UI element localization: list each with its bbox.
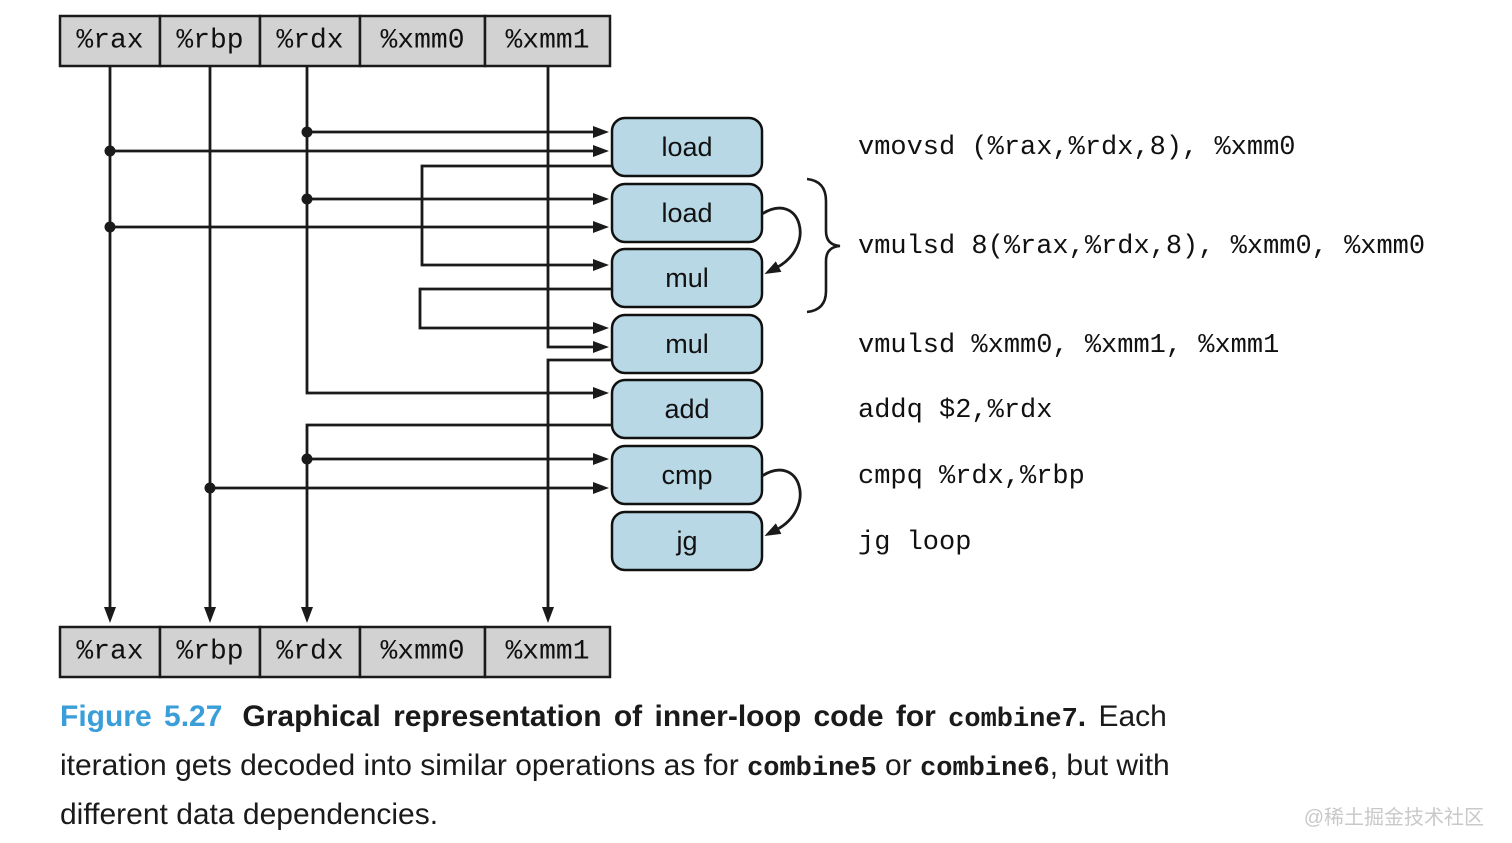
arrow-mul1-to-mul2 bbox=[418, 287, 612, 334]
dot-rdx-load1 bbox=[301, 126, 313, 138]
bottom-register-label-rax: %rax bbox=[76, 637, 143, 668]
dot-rax-load1 bbox=[104, 145, 116, 157]
dot-rax-load2 bbox=[104, 221, 116, 233]
bottom-register-cell-rbp bbox=[158, 625, 262, 679]
top-register-label-xmm0: %xmm0 bbox=[380, 26, 464, 57]
top-register-cell-rax bbox=[58, 14, 162, 68]
caption-body-line3: different data dependencies. bbox=[60, 798, 439, 831]
caption-line-3: different data dependencies. bbox=[60, 792, 1460, 837]
dot-rdx-cmp bbox=[301, 453, 313, 465]
caption-body-line2: iteration gets decoded into similar oper… bbox=[60, 749, 739, 782]
bottom-register-label-rbp: %rbp bbox=[176, 637, 243, 668]
caption-body-or: or bbox=[885, 749, 912, 782]
grouping-brace bbox=[806, 177, 841, 314]
bottom-register-row: %rax %rbp %rdx %xmm0 %xmm1 bbox=[58, 625, 612, 679]
curved-arrow-cmp-to-jg bbox=[761, 468, 802, 537]
op-box-mul-2 bbox=[610, 313, 764, 375]
op-label-mul-2: mul bbox=[665, 329, 709, 359]
arrow-add-out-to-rdx bbox=[301, 423, 612, 623]
top-register-cell-rdx bbox=[258, 14, 362, 68]
arrow-mul2-out-to-xmm1 bbox=[542, 358, 612, 623]
figure-caption: Figure 5.27 Graphical representation of i… bbox=[60, 694, 1460, 837]
caption-code-combine5: combine5 bbox=[747, 754, 877, 784]
arrow-xmm1-to-mul2 bbox=[546, 66, 609, 353]
top-register-label-xmm1: %xmm1 bbox=[505, 26, 589, 57]
bottom-register-label-xmm0: %xmm0 bbox=[380, 637, 464, 668]
arrow-load1-to-mul1 bbox=[420, 164, 612, 271]
caption-code-combine7: combine7 bbox=[948, 705, 1078, 735]
assembly-listing: vmovsd (%rax,%rdx,8), %xmm0 vmulsd 8(%ra… bbox=[858, 133, 1425, 558]
top-register-label-rbp: %rbp bbox=[176, 26, 243, 57]
dot-rbp-cmp bbox=[204, 482, 216, 494]
bottom-register-cell-rax bbox=[58, 625, 162, 679]
arrow-rdx-to-add bbox=[305, 66, 609, 399]
dot-rdx-load2 bbox=[301, 193, 313, 205]
asm-line-jg: jg loop bbox=[858, 528, 971, 558]
op-label-jg: jg bbox=[675, 526, 697, 556]
asm-line-addq: addq $2,%rdx bbox=[858, 396, 1052, 426]
op-box-add bbox=[610, 378, 764, 440]
operation-boxes bbox=[610, 116, 764, 572]
asm-line-vmovsd: vmovsd (%rax,%rdx,8), %xmm0 bbox=[858, 133, 1295, 163]
op-label-cmp: cmp bbox=[661, 460, 712, 490]
op-label-load-1: load bbox=[661, 132, 712, 162]
top-register-row: %rax %rbp %rdx %xmm0 %xmm1 bbox=[58, 14, 612, 68]
dataflow-lines bbox=[104, 66, 802, 623]
bottom-register-label-xmm1: %xmm1 bbox=[505, 637, 589, 668]
bottom-register-label-rdx: %rdx bbox=[276, 637, 343, 668]
dataflow-diagram: %rax %rbp %rdx %xmm0 %xmm1 %rax %rbp %rd… bbox=[58, 14, 1425, 679]
asm-line-vmulsd-2: vmulsd %xmm0, %xmm1, %xmm1 bbox=[858, 331, 1279, 361]
asm-line-cmpq: cmpq %rdx,%rbp bbox=[858, 462, 1085, 492]
asm-line-vmulsd-1: vmulsd 8(%rax,%rdx,8), %xmm0, %xmm0 bbox=[858, 232, 1425, 262]
caption-body-each: Each bbox=[1098, 700, 1167, 733]
bottom-register-cell-xmm0 bbox=[358, 625, 487, 679]
caption-title-period: . bbox=[1077, 700, 1087, 733]
watermark: @稀土掘金技术社区 bbox=[1303, 807, 1484, 829]
bottom-register-cell-xmm1 bbox=[483, 625, 612, 679]
curved-arrow-load2-to-mul1 bbox=[761, 206, 802, 275]
caption-line-2: iteration gets decoded into similar oper… bbox=[60, 743, 1460, 792]
bottom-register-cell-rdx bbox=[258, 625, 362, 679]
caption-line-1: Figure 5.27 Graphical representation of i… bbox=[60, 694, 1460, 743]
top-register-label-rdx: %rdx bbox=[276, 26, 343, 57]
op-label-load-2: load bbox=[661, 198, 712, 228]
branch-dots bbox=[104, 126, 313, 494]
top-register-label-rax: %rax bbox=[76, 26, 143, 57]
caption-code-combine6: combine6 bbox=[920, 754, 1050, 784]
caption-figure-label: Figure 5.27 bbox=[60, 700, 223, 733]
op-box-jg bbox=[610, 510, 764, 572]
caption-title: Graphical representation of inner-loop c… bbox=[242, 700, 936, 733]
op-label-mul-1: mul bbox=[665, 263, 709, 293]
op-label-add: add bbox=[664, 394, 709, 424]
operation-labels: load load mul mul add cmp jg bbox=[661, 132, 712, 556]
op-box-load-1 bbox=[610, 116, 764, 178]
op-box-mul-1 bbox=[610, 247, 764, 309]
caption-body-but-with: , but with bbox=[1049, 749, 1170, 782]
